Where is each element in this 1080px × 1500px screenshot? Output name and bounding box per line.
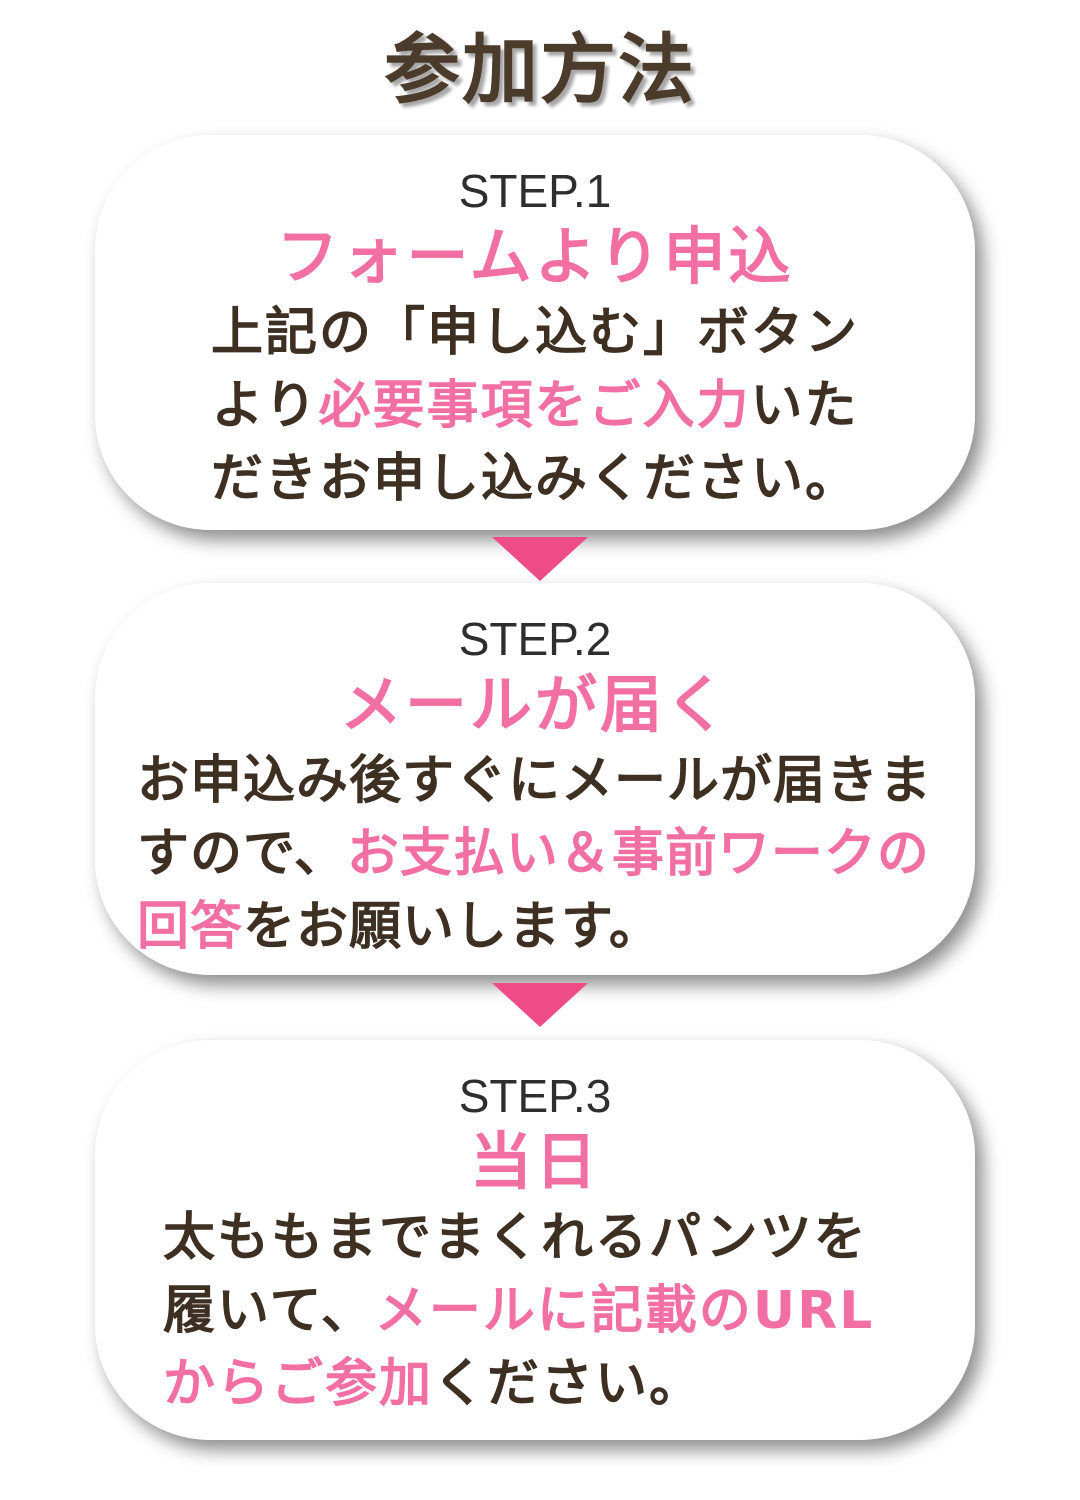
step-description: お申込み後すぐにメールが届きま すので、お支払い＆事前ワークの 回答をお願いしま… (95, 745, 975, 964)
description-line: 上記の「申し込む」ボタン (210, 303, 859, 363)
step-description: 上記の「申し込む」ボタン より必要事項をご入力いた だきお申し込みください。 (95, 297, 975, 516)
highlight-text: 回答 (137, 897, 244, 957)
step-label: STEP.2 (458, 613, 612, 665)
page-title: 参加方法 (384, 25, 696, 114)
down-arrow-icon (492, 983, 588, 1027)
description-line: からご参加ください。 (163, 1348, 945, 1421)
description-line: お申込み後すぐにメールが届きま (137, 751, 933, 811)
step-heading: フォームより申込 (276, 220, 794, 293)
step-card-3: STEP.3 当日 太ももまでまくれるパンツを 履いて、メールに記載のURL か… (95, 1040, 975, 1440)
description-text: 履いて、 (163, 1281, 375, 1341)
description-text: より (211, 376, 319, 436)
description-line: 回答をお願いします。 (137, 891, 957, 964)
highlight-text: お支払い＆事前ワークの (346, 824, 930, 884)
step-card-2: STEP.2 メールが届く お申込み後すぐにメールが届きま すので、お支払い＆事… (95, 583, 975, 975)
highlight-text: 必要事項をご入力 (318, 376, 751, 436)
description-text: ください。 (433, 1354, 704, 1414)
description-line: 履いて、メールに記載のURL (163, 1275, 945, 1348)
description-text: いた (750, 376, 859, 436)
step-heading: メールが届く (339, 668, 730, 741)
down-arrow-icon (492, 537, 588, 581)
description-line: だきお申し込みください。 (210, 449, 859, 509)
description-line: より必要事項をご入力いた (95, 370, 975, 443)
highlight-text: からご参加 (163, 1354, 434, 1414)
description-text: すので、 (137, 824, 347, 884)
step-description: 太ももまでまくれるパンツを 履いて、メールに記載のURL からご参加ください。 (95, 1202, 975, 1421)
description-line: 太ももまでまくれるパンツを (163, 1208, 868, 1268)
step-card-1: STEP.1 フォームより申込 上記の「申し込む」ボタン より必要事項をご入力い… (95, 135, 975, 530)
step-label: STEP.1 (458, 165, 612, 217)
step-heading: 当日 (469, 1125, 600, 1198)
highlight-text: メールに記載のURL (374, 1281, 875, 1341)
description-line: すので、お支払い＆事前ワークの (137, 818, 957, 891)
step-label: STEP.3 (458, 1070, 612, 1122)
description-text: をお願いします。 (243, 897, 662, 957)
